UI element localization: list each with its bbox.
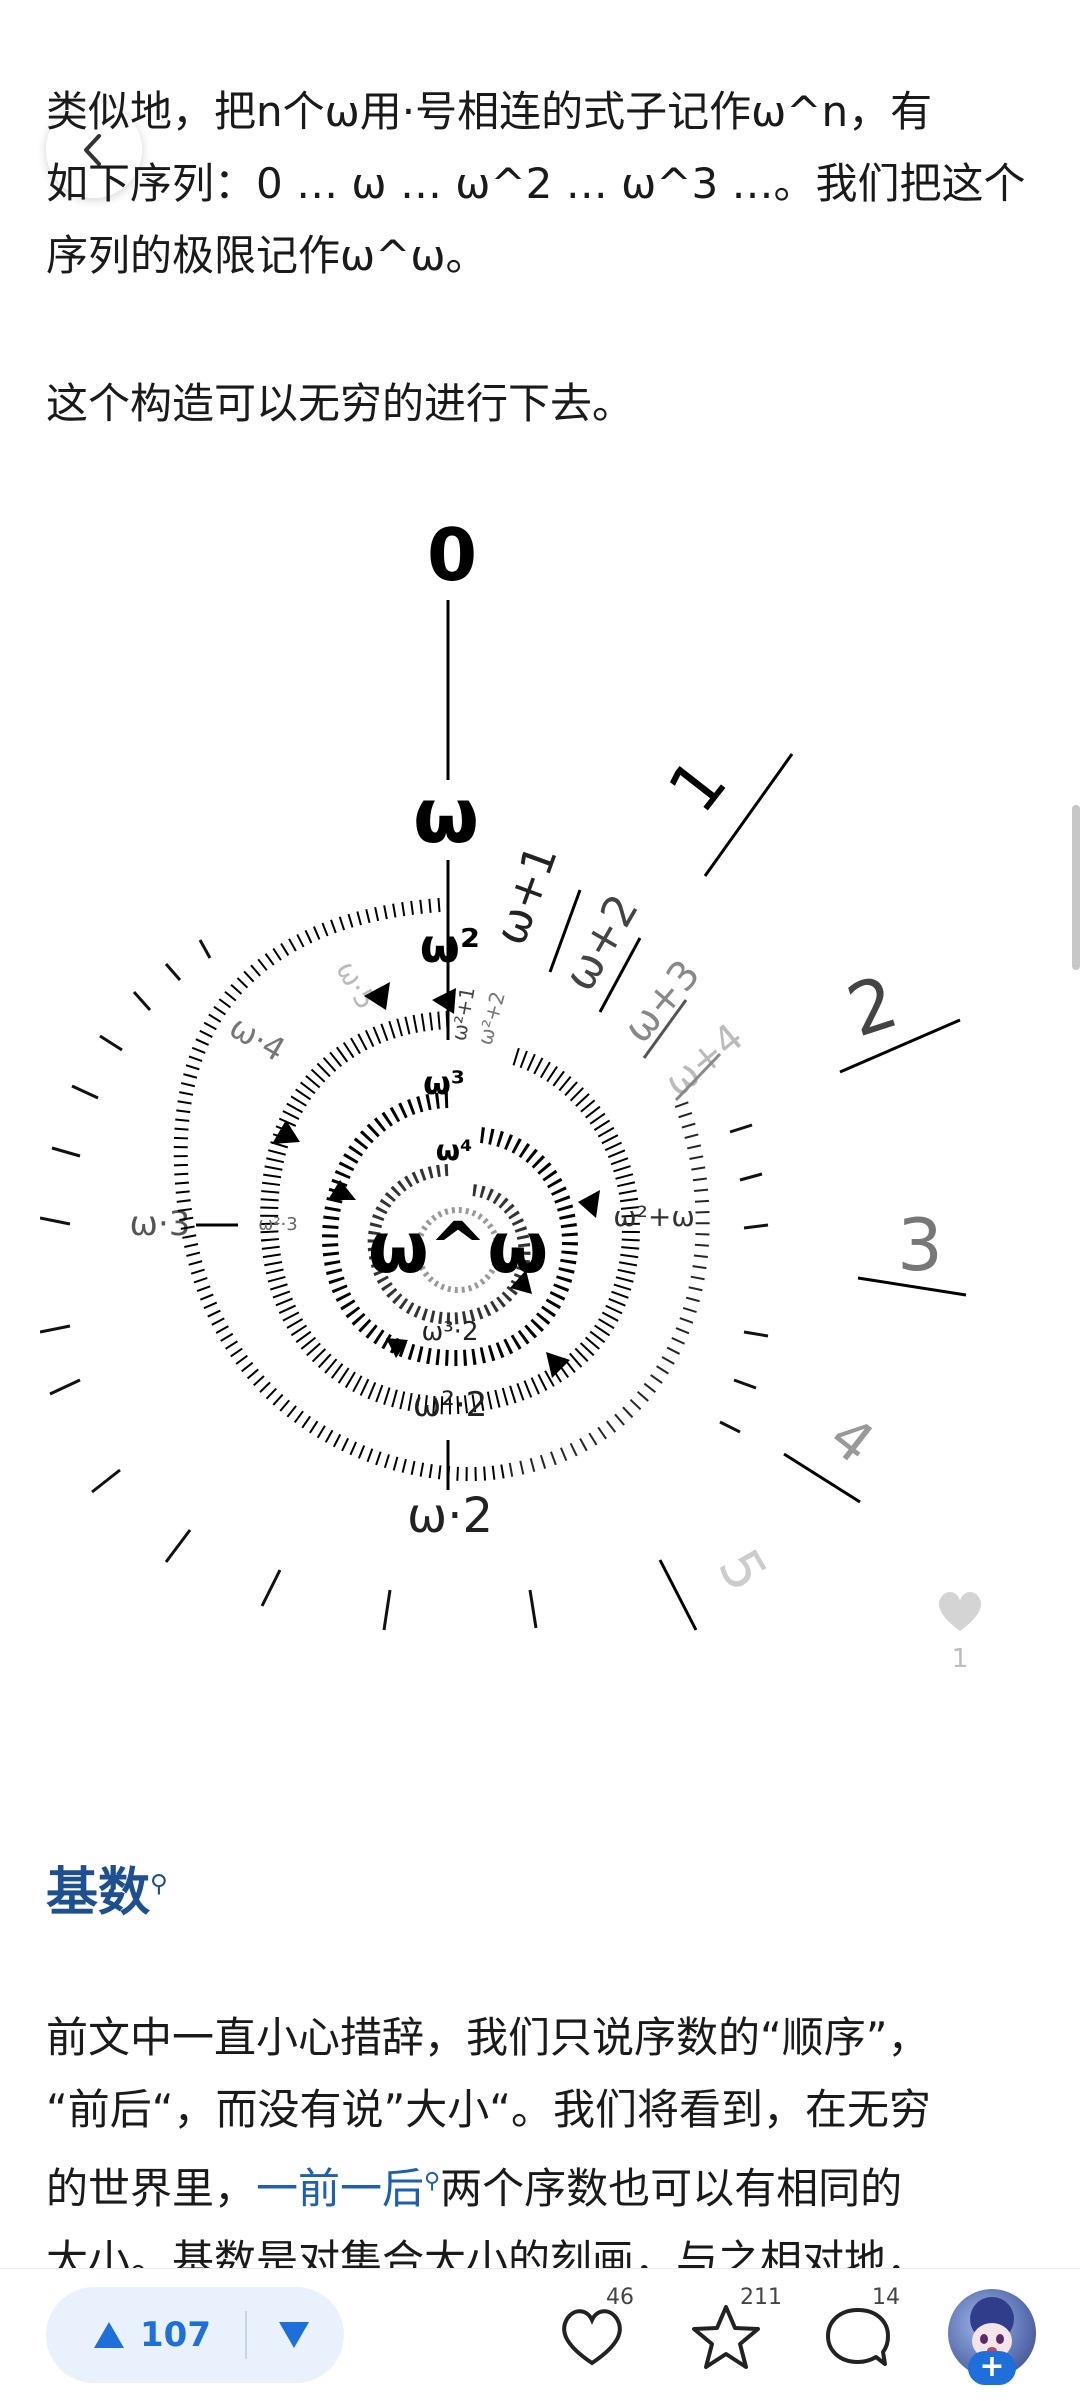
vote-divider xyxy=(244,2311,247,2359)
back-button[interactable] xyxy=(46,102,142,198)
section-heading-text: 基数 xyxy=(46,1863,151,1923)
figure-label: ω²·2 xyxy=(413,1385,488,1425)
scrollbar[interactable] xyxy=(1072,805,1080,970)
triangle-down-icon xyxy=(278,2322,309,2348)
paragraph-line: 的世界里， xyxy=(46,2164,257,2213)
comment-icon xyxy=(826,2308,890,2366)
chevron-left-icon xyxy=(84,134,101,166)
figure-like-button[interactable]: 1 xyxy=(930,1585,990,1674)
figure-label: ω xyxy=(413,771,479,860)
figure-label: 0 xyxy=(427,513,477,597)
figure-label: ω+4 xyxy=(656,1015,752,1105)
paragraph-line: 序列的极限记作ω^ω。 xyxy=(46,231,488,280)
follow-button[interactable]: + xyxy=(968,2351,1016,2385)
favorite-button[interactable]: 211 xyxy=(686,2285,782,2377)
figure-label: ω⁴ xyxy=(436,1134,473,1167)
figure-label: 4 xyxy=(817,1404,885,1477)
ordinal-spiral-figure: 0 1 2 3 4 5 ω ω+1 ω+2 ω+3 ω+4 xyxy=(40,513,967,1631)
figure-label: ω²+ω xyxy=(613,1200,695,1233)
search-icon: ⚲ xyxy=(150,1869,168,1898)
figure-label: ω^ω xyxy=(368,1207,548,1289)
vote-control: 107 xyxy=(46,2287,344,2383)
avatar-image xyxy=(970,2297,1014,2359)
section-heading[interactable]: 基数⚲ xyxy=(46,1850,168,1925)
figure-like-count: 1 xyxy=(951,1644,969,1674)
triangle-up-icon xyxy=(94,2322,124,2348)
figure-label: ω²·3 xyxy=(258,1214,297,1235)
paragraph-line: “前后“，而没有说”大小“。我们将看到，在无穷 xyxy=(46,2085,932,2134)
heart-icon xyxy=(562,2309,622,2366)
like-button[interactable]: 46 xyxy=(552,2285,634,2377)
figure-label: 3 xyxy=(897,1203,943,1287)
figure-label: ω³·2 xyxy=(421,1317,478,1347)
figure-label: ω² xyxy=(420,919,480,973)
figure-label: ω+3 xyxy=(615,951,710,1051)
article-paragraph: 这个构造可以无穷的进行下去。 xyxy=(46,379,635,428)
figure-label: ω+2 xyxy=(554,886,649,1000)
article-paragraph: 前文中一直小心措辞，我们只说序数的“顺序”， “前后“，而没有说”大小“。我们将… xyxy=(46,2002,1036,2297)
upvote-button[interactable]: 107 xyxy=(92,2315,211,2355)
comment-count: 14 xyxy=(872,2285,900,2310)
author-avatar[interactable] xyxy=(948,2289,1036,2377)
figure-label: ω·5 xyxy=(329,955,383,1015)
article-link[interactable]: 一前一后 xyxy=(256,2164,425,2213)
favorite-count: 211 xyxy=(740,2285,782,2310)
downvote-button[interactable] xyxy=(277,2320,311,2350)
heart-icon xyxy=(936,1589,984,1635)
figure-label: ω·4 xyxy=(223,1008,292,1070)
paragraph-line: 前文中一直小心措辞，我们只说序数的“顺序”， xyxy=(46,2013,930,2062)
article-paragraph: 类似地，把n个ω用·号相连的式子记作ω^n，有 如下序列：0 … ω … ω^2… xyxy=(46,76,1036,292)
bottom-action-bar: 107 46 211 14 + xyxy=(0,2268,1080,2401)
figure-label: 2 xyxy=(838,959,908,1053)
paragraph-line: 如下序列：0 … ω … ω^2 … ω^3 …。我们把这个 xyxy=(46,159,1026,208)
figure-label: 1 xyxy=(654,745,743,828)
figure-label: ω²+2 xyxy=(473,989,510,1048)
figure-label: ω·2 xyxy=(407,1488,493,1544)
figure-label: ω³ xyxy=(423,1064,465,1102)
star-icon xyxy=(692,2305,760,2369)
upvote-count: 107 xyxy=(140,2315,211,2355)
like-count: 46 xyxy=(606,2285,634,2310)
paragraph-line: 两个序数也可以有相同的 xyxy=(440,2164,903,2213)
comment-button[interactable]: 14 xyxy=(818,2285,900,2377)
search-icon: ⚲ xyxy=(424,2169,441,2194)
figure-label: ω+1 xyxy=(485,839,568,952)
figure-label: 5 xyxy=(705,1539,779,1602)
paragraph-line: 类似地，把n个ω用·号相连的式子记作ω^n，有 xyxy=(46,87,933,136)
